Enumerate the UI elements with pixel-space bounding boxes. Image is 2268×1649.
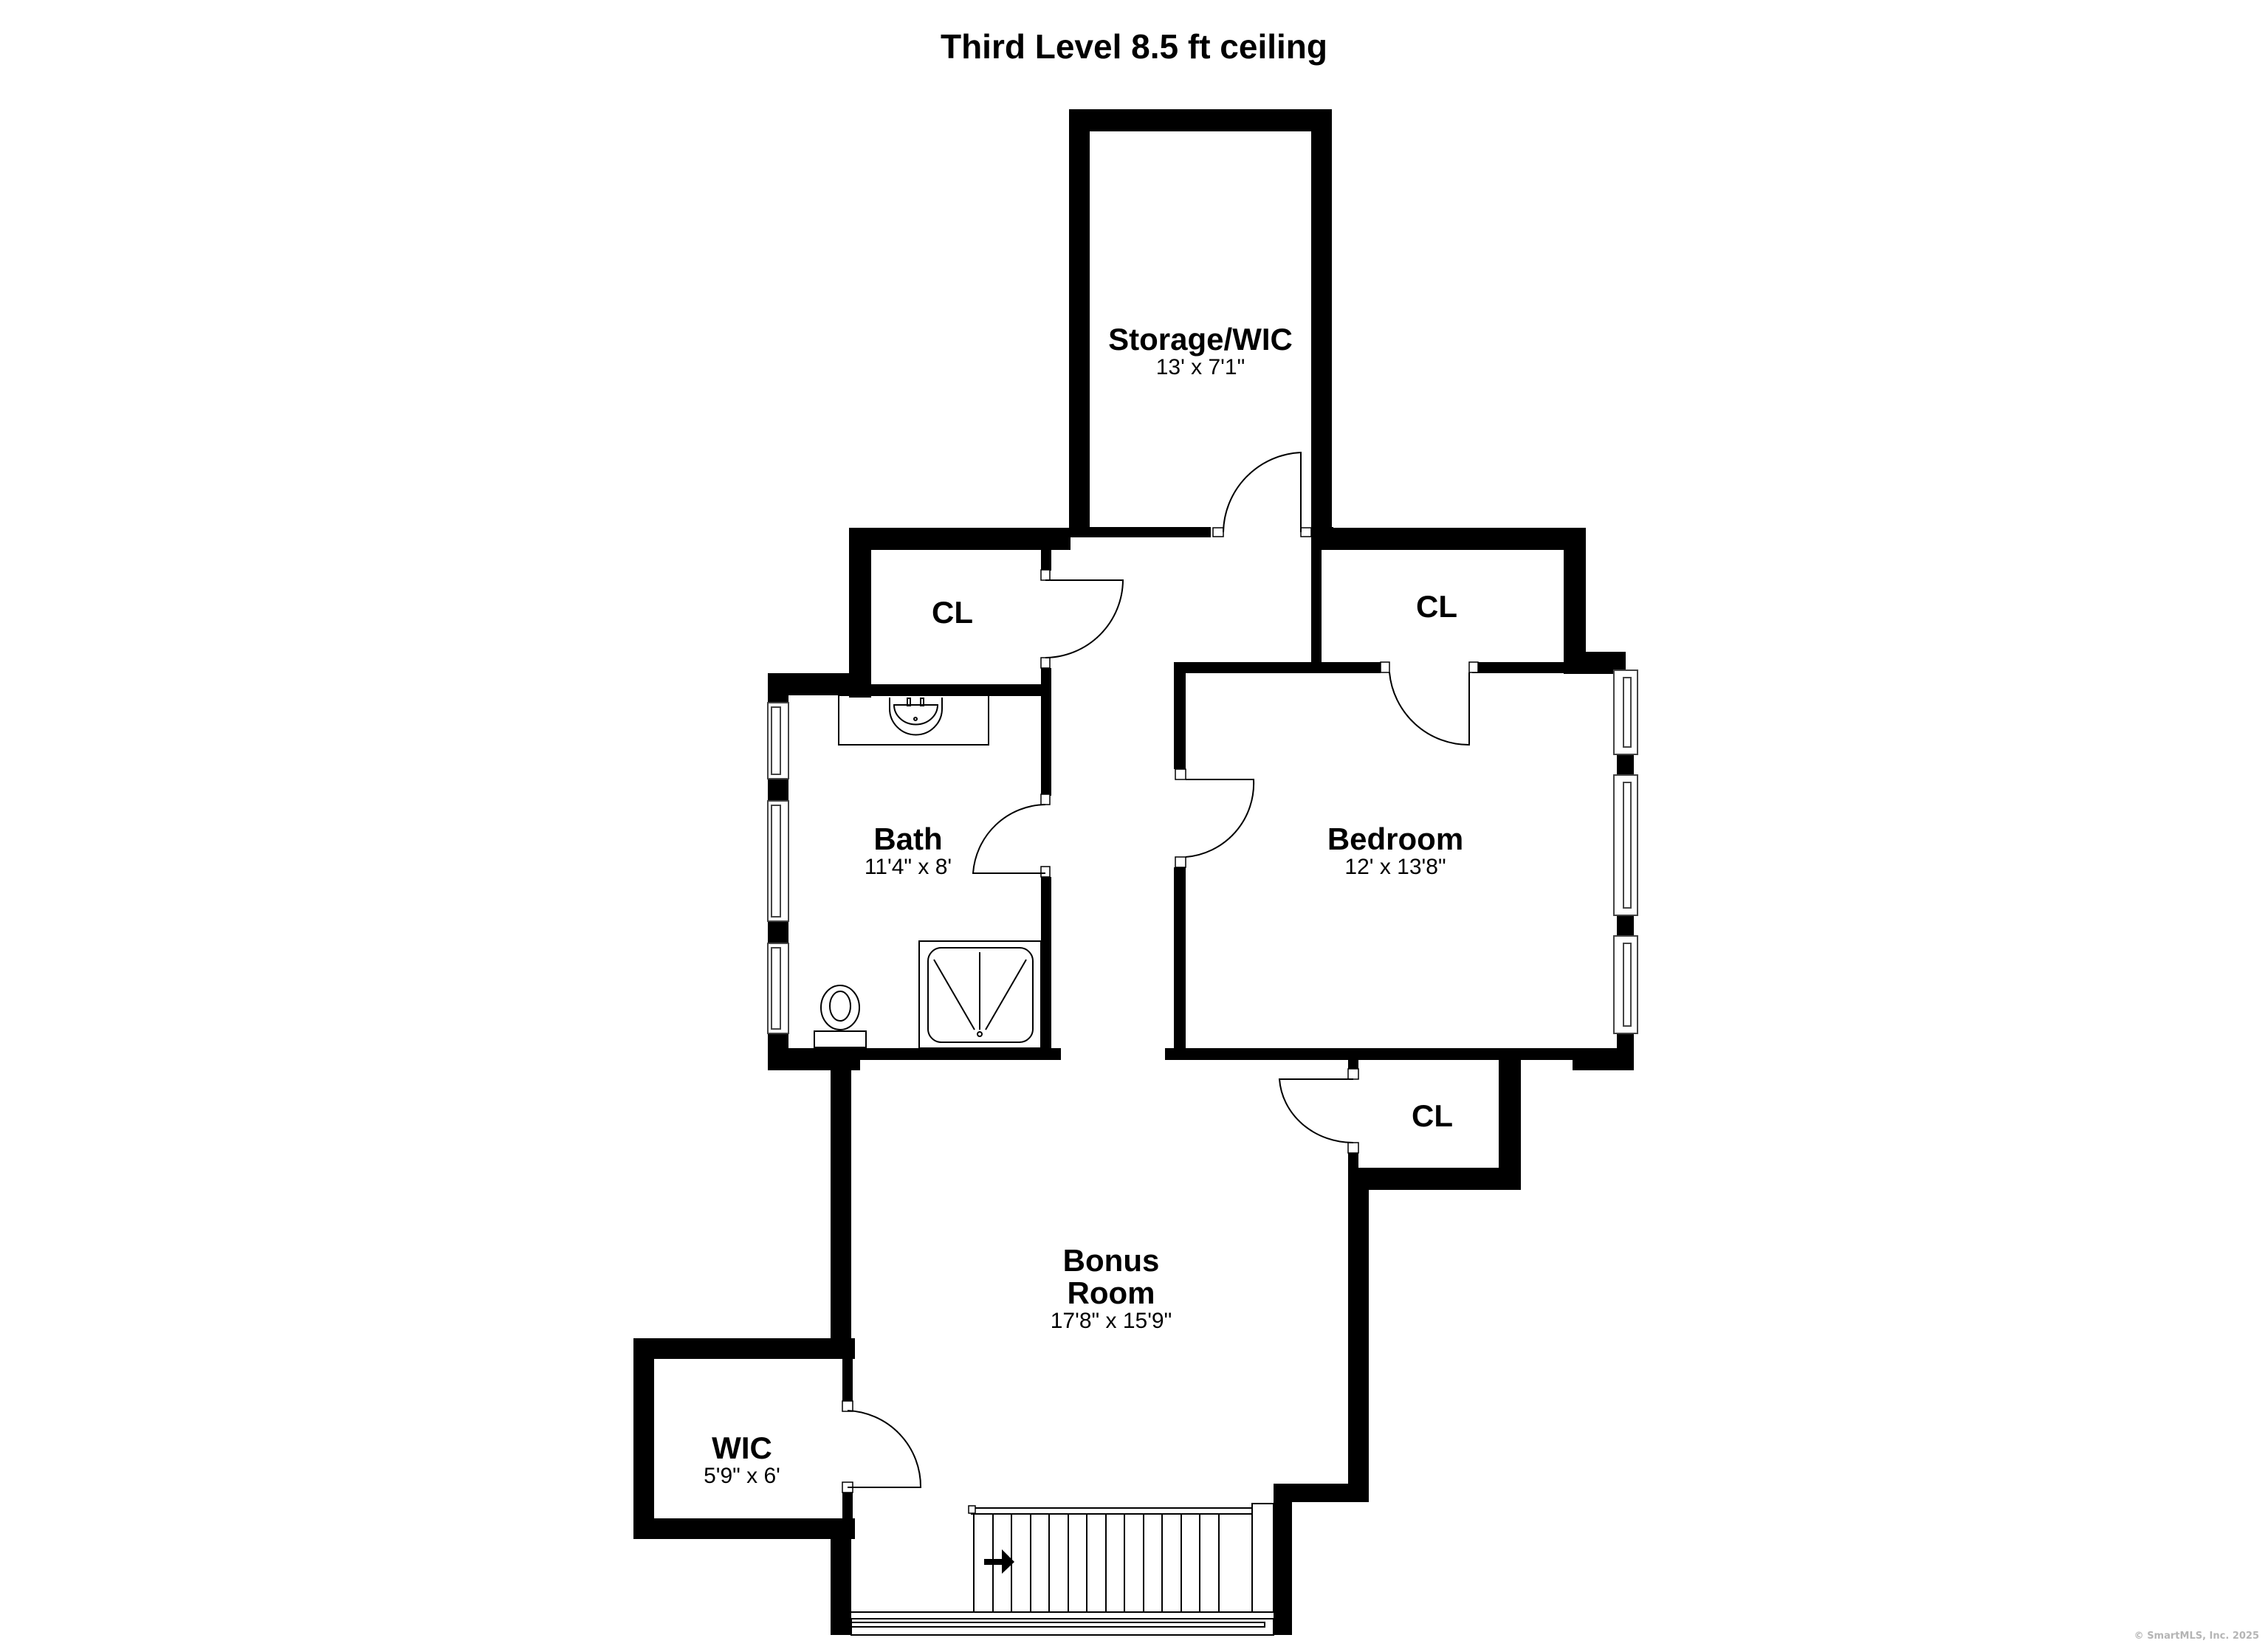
room-label-cl-top-right: CL bbox=[1378, 589, 1496, 624]
room-dimensions: 12' x 13'8" bbox=[1344, 855, 1446, 880]
room-dimensions: 11'4" x 8' bbox=[864, 855, 952, 880]
room-label-wic: WIC 5'9" x 6' bbox=[668, 1431, 816, 1489]
stair-direction-arrow-icon bbox=[984, 1549, 1014, 1574]
door-swing-icon bbox=[972, 793, 1051, 878]
room-name: CL bbox=[1412, 1098, 1453, 1133]
room-label-storage: Storage/WIC 13' x 7'1" bbox=[1090, 323, 1311, 379]
sink-icon bbox=[838, 695, 989, 746]
room-dimensions: 5'9" x 6' bbox=[704, 1464, 780, 1489]
door-swing-icon bbox=[1278, 1068, 1359, 1154]
cl-lower-walls bbox=[1348, 1060, 1521, 1190]
door-swing-icon bbox=[1175, 768, 1255, 868]
cl-top-right-walls bbox=[1174, 528, 1626, 674]
door-swing-icon bbox=[1380, 661, 1479, 746]
room-label-cl-top-left: CL bbox=[893, 596, 1011, 629]
door-swing-icon bbox=[1040, 569, 1124, 669]
door-swing-icon bbox=[842, 1400, 922, 1493]
room-label-cl-lower: CL bbox=[1373, 1098, 1491, 1133]
room-name: Bath bbox=[873, 822, 943, 856]
wic-walls bbox=[633, 1338, 855, 1539]
bonus-walls bbox=[831, 1060, 1369, 1635]
room-label-bath: Bath 11'4" x 8' bbox=[834, 822, 982, 880]
window-icon bbox=[767, 702, 789, 1034]
room-name: WIC bbox=[712, 1431, 772, 1465]
stairs-icon bbox=[850, 1503, 1274, 1636]
room-dimensions: 17'8" x 15'9" bbox=[1050, 1309, 1172, 1334]
storage-walls bbox=[1069, 109, 1333, 537]
shower-icon bbox=[918, 940, 1042, 1049]
room-name: CL bbox=[932, 595, 973, 630]
room-name: Storage/WIC bbox=[1108, 322, 1293, 357]
bedroom-walls bbox=[1165, 662, 1634, 1070]
floor-plan-title: Third Level 8.5 ft ceiling bbox=[940, 27, 1327, 66]
window-icon bbox=[1613, 669, 1638, 1034]
room-name: CL bbox=[1416, 589, 1457, 624]
door-swing-icon bbox=[1212, 451, 1312, 537]
room-label-bonus: Bonus Room 17'8" x 15'9" bbox=[1000, 1243, 1222, 1334]
room-name: Bedroom bbox=[1327, 822, 1464, 856]
copyright-notice: © SmartMLS, Inc. 2025 bbox=[2134, 1631, 2259, 1642]
room-label-bedroom: Bedroom 12' x 13'8" bbox=[1292, 822, 1499, 880]
toilet-icon bbox=[814, 985, 867, 1048]
room-dimensions: 13' x 7'1" bbox=[1155, 355, 1245, 380]
room-name-line1: Bonus bbox=[1062, 1243, 1160, 1278]
bath-walls bbox=[768, 673, 1061, 1070]
room-name-line2: Room bbox=[1067, 1276, 1155, 1311]
